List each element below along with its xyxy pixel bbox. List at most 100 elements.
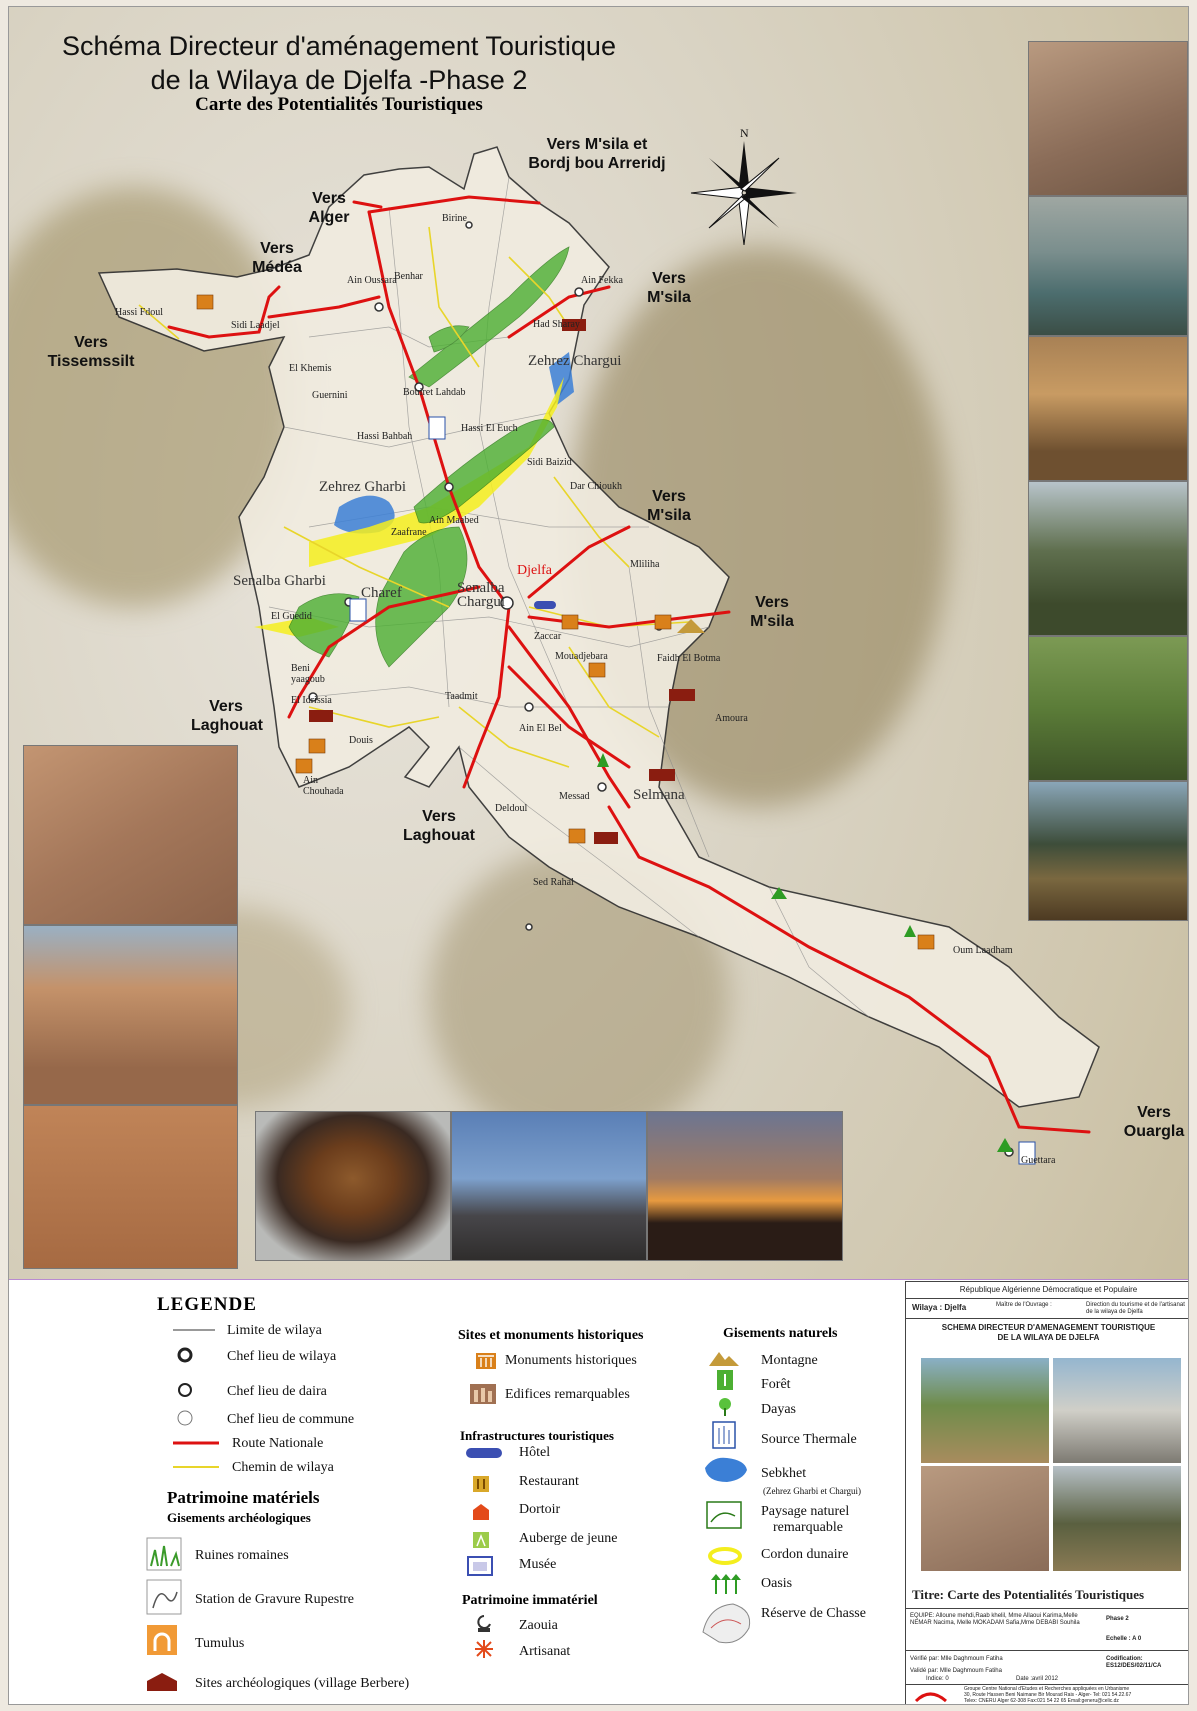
town-label: Beni yaagoub xyxy=(291,663,325,685)
road-laghouat-w xyxy=(287,585,481,719)
destination-ouargla: Vers Ouargla xyxy=(1123,1104,1185,1140)
photo-ruined-gate xyxy=(23,925,238,1105)
monument-icon xyxy=(568,828,586,844)
thermal-spring-icon xyxy=(428,416,446,440)
legend-item: Paysage naturel xyxy=(761,1504,850,1519)
town-label: Mouadjebara xyxy=(555,651,608,662)
legend-item: Cordon dunaire xyxy=(761,1547,849,1562)
title-block-schema-2: DE LA WILAYA DE DJELFA xyxy=(997,1333,1100,1342)
town-label: Sidi Laadjel xyxy=(231,320,280,331)
town-label: Bouiret Lahdab xyxy=(403,387,466,398)
photo-lake-sunset xyxy=(1028,781,1188,921)
monument-icon xyxy=(561,614,579,630)
title-block-valide: Validé par: Mlle Daghmoum Fatiha xyxy=(910,1668,1002,1674)
town-label-djelfa: Djelfa xyxy=(517,563,552,578)
berber-village-icon xyxy=(309,710,333,722)
town-label: Zehrez Chargui xyxy=(528,353,622,369)
mountain-icon xyxy=(709,1352,739,1366)
oasis-icon xyxy=(711,1574,741,1594)
title-block-codification: Codification: ES12/DES/02/11/CA xyxy=(1106,1656,1162,1669)
photo-rock-engraving xyxy=(1028,41,1188,196)
town-label: Zaafrane xyxy=(391,527,427,538)
legend-section-title: Sites et monuments historiques xyxy=(458,1328,644,1343)
legend-item: Montagne xyxy=(761,1353,818,1368)
legend-symbols-col1 xyxy=(173,1329,219,1468)
berber-village-icon xyxy=(562,319,586,331)
legend-item: Musée xyxy=(519,1557,557,1572)
chef-lieu-wilaya-marker xyxy=(500,596,514,610)
road-msila-ne xyxy=(507,285,611,339)
map-pictograms xyxy=(196,294,1036,1165)
title-block-phase: Phase 2 xyxy=(1106,1616,1129,1622)
town-label: Taadmit xyxy=(445,691,478,702)
museum-icon xyxy=(467,1556,493,1576)
legend-item: Oasis xyxy=(761,1576,793,1591)
destination-msila-bba: Vers M'sila et Bordj bou Arreridj xyxy=(528,136,666,172)
photo-roast-mechoui xyxy=(255,1111,451,1261)
legend-item: Sites archéologiques (village Berbere) xyxy=(195,1676,410,1691)
title-block-adresse: 30, Route Hassen Beni Naimane Bir Mourad… xyxy=(964,1692,1132,1698)
natural-landscape-icon xyxy=(706,1501,742,1529)
photo-rock-art xyxy=(23,745,238,925)
road-rn1 xyxy=(367,210,511,789)
legend-section-title: Patrimoine matériels xyxy=(167,1488,320,1507)
forest-icon xyxy=(717,1370,733,1390)
cneru-logo-icon xyxy=(914,1692,947,1703)
monument-icon xyxy=(476,1353,496,1369)
title-block-wilaya: Wilaya : Djelfa xyxy=(912,1303,967,1312)
title-block-groupe: Groupe Centre National d'Etudes et Reche… xyxy=(964,1686,1130,1692)
title-block-photo-landscape xyxy=(1053,1466,1181,1571)
destination-laghouat-1: Vers Laghouat xyxy=(191,698,263,734)
destination-medea: Vers Médéa xyxy=(252,240,302,276)
rock-engraving-icon xyxy=(146,1579,182,1615)
road-ouargla xyxy=(607,805,1091,1134)
svg-text:N: N xyxy=(740,126,749,140)
zaouia-icon xyxy=(477,1615,491,1632)
title-block-verifie: Vérifié par: Mlle Daghmoum Fatiha xyxy=(910,1656,1003,1662)
legend-item: Hôtel xyxy=(519,1445,551,1460)
town-label: Deldoul xyxy=(495,803,528,814)
youth-hostel-icon xyxy=(473,1532,489,1548)
dayas-icon xyxy=(719,1398,731,1416)
destination-alger: Vers Alger xyxy=(308,190,350,226)
legend-section-title: Gisements naturels xyxy=(723,1326,838,1341)
legend-item: Forêt xyxy=(761,1377,791,1392)
oasis-icon xyxy=(597,753,1013,1152)
legend-section-title: Patrimoine immatériel xyxy=(462,1593,598,1608)
legend-item: Tumulus xyxy=(195,1636,245,1651)
legend-item: Source Thermale xyxy=(761,1432,857,1447)
title-block: République Algérienne Démocratique et Po… xyxy=(905,1281,1188,1704)
title-block-direction: Direction du tourisme et de l'artisanat … xyxy=(1086,1302,1185,1315)
monument-icon xyxy=(308,738,326,754)
legend-item: Zaouia xyxy=(519,1618,558,1633)
title-block-maitre: Maître de l'Ouvrage : xyxy=(996,1302,1052,1308)
title-block-schema-1: SCHEMA DIRECTEUR D'AMENAGEMENT TOURISTIQ… xyxy=(941,1323,1156,1332)
title-block-equipe: EQUIPE: Alloune mehdi,Raab khelil, Mme A… xyxy=(910,1613,1080,1626)
town-label: Hassi El Euch xyxy=(461,423,518,434)
town-label: Sed Rahal xyxy=(533,877,574,888)
road-west xyxy=(267,295,381,319)
title-block-indice: Indice: 0 xyxy=(926,1676,949,1682)
monument-icon xyxy=(196,294,214,310)
town-label: Ain Chouhada xyxy=(303,775,344,797)
monument-icon xyxy=(654,614,672,630)
town-label: Oum Laadham xyxy=(953,945,1013,956)
thermal-spring-icon xyxy=(712,1421,736,1449)
town-label: Zehrez Gharbi xyxy=(319,479,407,495)
sebkhet-zehrez-chargui xyxy=(549,352,574,405)
wilaya-map xyxy=(97,146,1100,1157)
photo-canyon-waterfall xyxy=(1028,336,1188,481)
town-label: El Guedid xyxy=(271,611,312,622)
town-label: Douis xyxy=(349,735,373,746)
restaurant-icon xyxy=(473,1476,489,1492)
hotel-icon xyxy=(466,1448,502,1458)
road-alger xyxy=(352,200,383,209)
tumulus-icon xyxy=(147,1625,177,1655)
berber-village-icon xyxy=(649,769,675,781)
legend-item: Restaurant xyxy=(519,1474,579,1489)
legend-item: Monuments historiques xyxy=(505,1353,637,1368)
town-label: Senalba Gharbi xyxy=(233,573,326,589)
photo-waterfall-pool xyxy=(1028,196,1188,336)
photo-desert-sunset xyxy=(647,1111,843,1261)
legend-item: Edifices remarquables xyxy=(505,1387,630,1402)
